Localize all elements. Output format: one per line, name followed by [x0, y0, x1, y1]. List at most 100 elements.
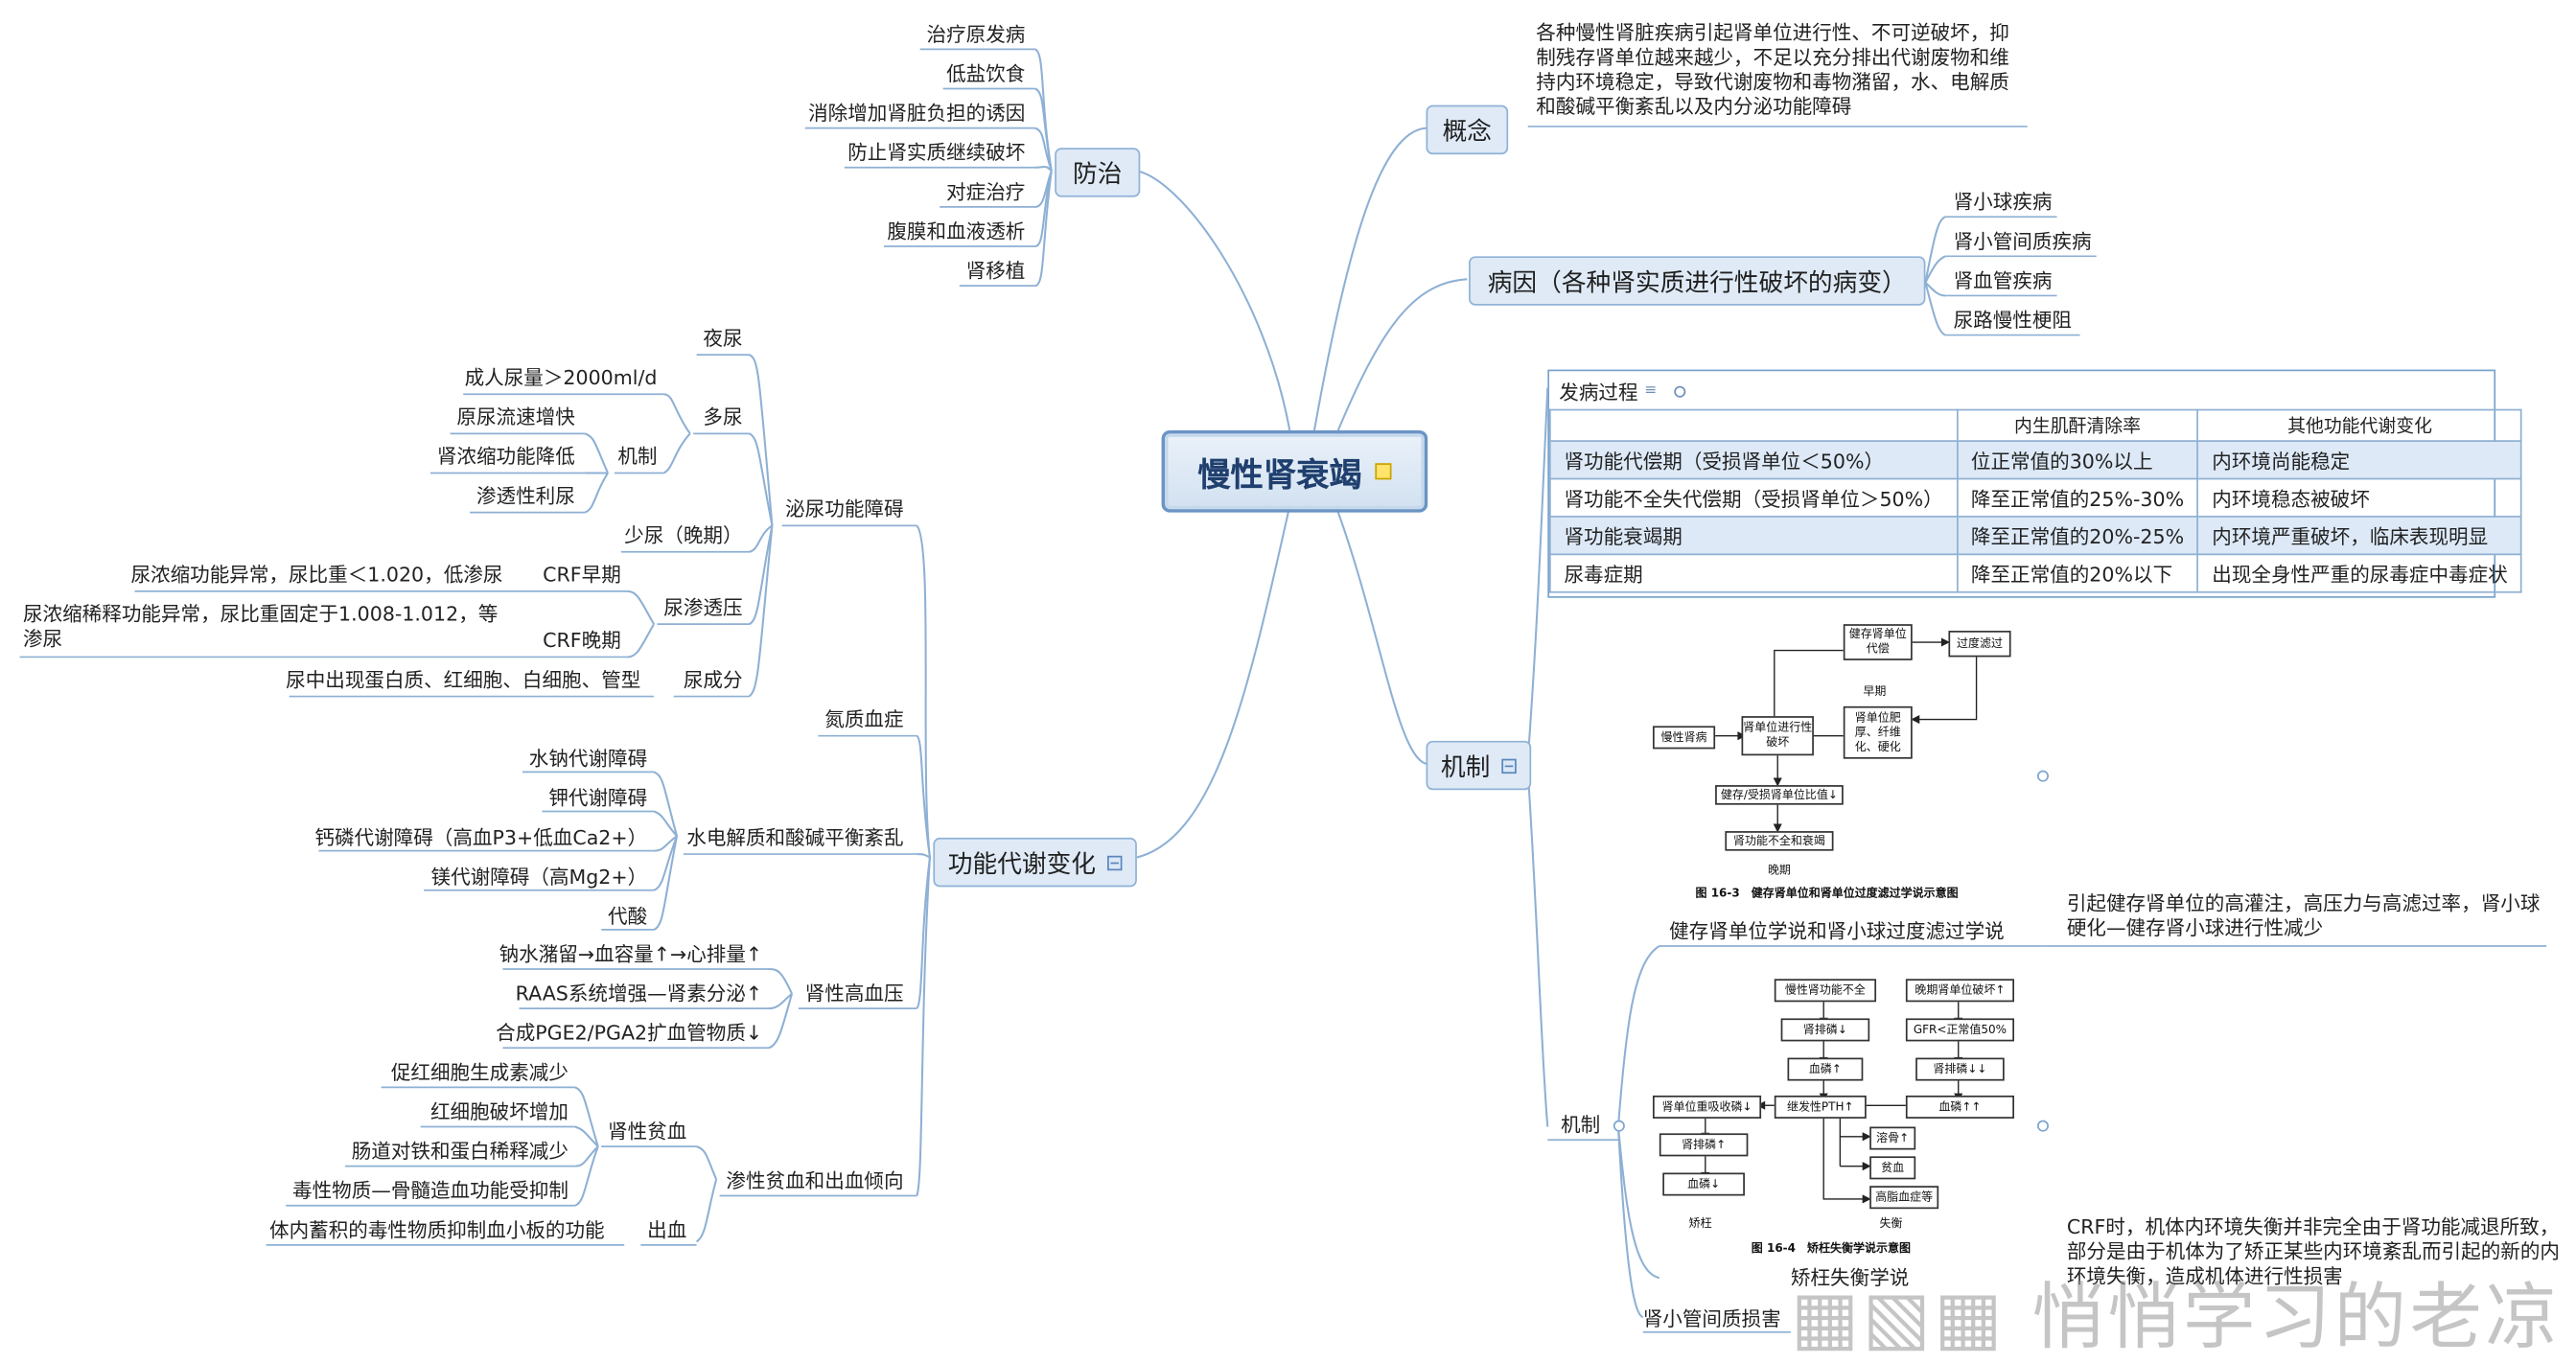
polyuria[interactable]: 多尿	[703, 405, 743, 429]
crf-early-text[interactable]: 尿浓缩功能异常，尿比重＜1.020，低渗尿	[130, 563, 503, 587]
mechanism-item[interactable]: 原尿流速增快	[456, 405, 575, 429]
table-cell: 尿毒症期	[1549, 553, 1959, 593]
branch-cause[interactable]: 病因（各种肾实质进行性破坏的病变）	[1469, 256, 1926, 306]
table-cell: 内环境严重破坏，临床表现明显	[2196, 516, 2523, 556]
fig-node: 高脂血症等	[1869, 1186, 1939, 1210]
table-cell: 肾功能代偿期（受损肾单位＜50%）	[1549, 440, 1959, 480]
anemia-bleeding[interactable]: 渗性贫血和出血倾向	[726, 1169, 904, 1193]
fig-node: 晚期肾单位破坏↑	[1905, 979, 2014, 1003]
topic-option-icon[interactable]	[2036, 1120, 2049, 1132]
fig-node: 血磷↓	[1662, 1172, 1745, 1196]
sub-mechanism-label[interactable]: 机制	[1561, 1113, 1601, 1137]
theory-healthy-nephron-note[interactable]: 引起健存肾单位的高灌注，高压力与高滤过率，肾小球硬化—健存肾小球进行性减少	[2066, 891, 2541, 940]
cause-item[interactable]: 尿路慢性梗阻	[1953, 309, 2073, 333]
stage-table[interactable]: 发病过程 ≡ 内生肌酐清除率 其他功能代谢变化 肾功能代偿期（受损肾单位＜50%…	[1547, 369, 2523, 598]
electrolyte-disorder[interactable]: 水电解质和酸碱平衡紊乱	[686, 825, 904, 849]
urine-osmolality[interactable]: 尿渗透压	[663, 596, 743, 620]
urine-dysfunction[interactable]: 泌尿功能障碍	[785, 497, 904, 521]
oliguria[interactable]: 少尿（晚期）	[624, 523, 743, 547]
hypertension-item[interactable]: 钠水潴留→血容量↑→心排量↑	[499, 942, 763, 966]
concept-text[interactable]: 各种慢性肾脏疾病引起肾单位进行性、不可逆破坏，抑制残存肾单位越来越少，不足以充分…	[1536, 21, 2009, 119]
prevention-item[interactable]: 治疗原发病	[926, 22, 1026, 46]
branch-mechanism[interactable]: 机制	[1426, 740, 1532, 791]
cause-item[interactable]: 肾血管疾病	[1953, 269, 2053, 293]
topic-option-icon[interactable]	[2036, 770, 2049, 782]
collapse-icon[interactable]	[1501, 757, 1517, 774]
prevention-item[interactable]: 低盐饮食	[946, 62, 1026, 86]
table-cell: 出现全身性严重的尿毒症中毒症状	[2196, 553, 2523, 593]
watermark-logo: ▦▧▦	[1790, 1276, 2006, 1360]
watermark: ▦▧▦ 悄悄学习的老凉	[1791, 1259, 2561, 1363]
mechanism-item[interactable]: 渗透性利尿	[476, 484, 575, 508]
table-header	[1549, 408, 1959, 442]
anemia-item[interactable]: 红细胞破坏增加	[429, 1100, 569, 1124]
cause-item[interactable]: 肾小管间质疾病	[1953, 229, 2092, 253]
urine-composition-text[interactable]: 尿中出现蛋白质、红细胞、白细胞、管型	[286, 668, 641, 692]
electrolyte-item[interactable]: 水钠代谢障碍	[528, 747, 648, 771]
electrolyte-item[interactable]: 镁代谢障碍（高Mg2+）	[430, 866, 648, 889]
theory-tradeoff-note[interactable]: CRF时，机体内环境失衡并非完全由于肾功能减退所致，部分是由于机体为了矫正某些内…	[2066, 1215, 2560, 1288]
table-header: 内生肌酐清除率	[1956, 408, 2199, 442]
fig-node: 肾单位重吸收磷↓	[1652, 1095, 1762, 1119]
theory-healthy-nephron[interactable]: 健存肾单位学说和肾小球过度滤过学说	[1669, 919, 2005, 943]
fig-node: 肾排磷↓↓	[1915, 1057, 2005, 1081]
renal-hypertension[interactable]: 肾性高血压	[804, 982, 904, 1005]
fig-label: 失衡	[1879, 1216, 1903, 1231]
crf-late-text[interactable]: 尿浓缩稀释功能异常，尿比重固定于1.008-1.012，等渗尿	[22, 602, 499, 651]
fig-node: 慢性肾功能不全	[1774, 979, 1877, 1003]
mechanism-item[interactable]: 肾浓缩功能降低	[436, 445, 575, 469]
branch-concept[interactable]: 概念	[1426, 104, 1509, 155]
fig-node: 溶骨↑	[1869, 1126, 1916, 1150]
fig-node: GFR<正常值50%	[1905, 1018, 2014, 1042]
bleeding-text[interactable]: 体内蓄积的毒性物质抑制血小板的功能	[269, 1218, 605, 1242]
table-option-icon[interactable]	[1674, 385, 1686, 398]
prevention-item[interactable]: 对症治疗	[946, 180, 1026, 204]
table-cell: 降至正常值的25%-30%	[1956, 477, 2199, 518]
azotemia[interactable]: 氮质血症	[824, 707, 904, 731]
fig-node: 肾功能不全和衰竭	[1725, 831, 1834, 851]
fig-node: 血磷↑↑	[1905, 1095, 2014, 1119]
table-cell: 降至正常值的20%以下	[1956, 553, 2199, 593]
prevention-item[interactable]: 肾移植	[965, 259, 1026, 283]
theory-tubular-damage[interactable]: 肾小管间质损害	[1642, 1307, 1781, 1331]
bleeding[interactable]: 出血	[647, 1218, 687, 1242]
electrolyte-item[interactable]: 代酸	[608, 905, 648, 929]
table-cell: 肾功能不全失代偿期（受损肾单位＞50%）	[1549, 477, 1959, 518]
cause-item[interactable]: 肾小球疾病	[1953, 190, 2053, 214]
crf-early[interactable]: CRF早期	[543, 563, 621, 587]
anemia-item[interactable]: 毒性物质—骨髓造血功能受抑制	[292, 1179, 569, 1203]
renal-anemia[interactable]: 肾性贫血	[608, 1120, 687, 1144]
collapse-icon[interactable]	[1107, 854, 1123, 870]
branch-concept-label: 概念	[1442, 115, 1493, 146]
fig-node: 肾单位肥厚、纤维化、硬化	[1843, 705, 1913, 759]
crf-late[interactable]: CRF晚期	[543, 629, 621, 653]
anemia-item[interactable]: 肠道对铁和蛋白稀释减少	[351, 1140, 569, 1164]
anemia-item[interactable]: 促红细胞生成素减少	[390, 1060, 569, 1084]
watermark-text: 悄悄学习的老凉	[2031, 1276, 2562, 1360]
electrolyte-item[interactable]: 钙磷代谢障碍（高血P3+低血Ca2+）	[314, 825, 648, 849]
prevention-item[interactable]: 消除增加肾脏负担的诱因	[808, 102, 1026, 126]
urine-composition[interactable]: 尿成分	[683, 668, 743, 692]
hypertension-item[interactable]: 合成PGE2/PGA2扩血管物质↓	[496, 1021, 763, 1045]
prevention-item[interactable]: 腹膜和血液透析	[887, 219, 1026, 243]
electrolyte-item[interactable]: 钾代谢障碍	[548, 786, 648, 810]
polyuria-mechanism[interactable]: 机制	[617, 445, 658, 469]
table-caption: 发病过程	[1559, 381, 1638, 404]
polyuria-definition[interactable]: 成人尿量＞2000ml/d	[464, 366, 658, 390]
table-row: 肾功能不全失代偿期（受损肾单位＞50%） 降至正常值的25%-30% 内环境稳态…	[1549, 477, 2523, 518]
table-row: 肾功能代偿期（受损肾单位＜50%） 位正常值的30%以上 内环境尚能稳定	[1549, 440, 2523, 480]
topic-option-icon[interactable]	[1613, 1120, 1625, 1132]
branch-prevention[interactable]: 防治	[1055, 148, 1141, 197]
central-topic[interactable]: 慢性肾衰竭	[1161, 429, 1428, 513]
branch-function-changes[interactable]: 功能代谢变化	[933, 837, 1137, 888]
branch-prevention-label: 防治	[1073, 158, 1123, 189]
fig-node: 肾排磷↓	[1780, 1018, 1870, 1042]
note-marker-icon[interactable]	[1375, 463, 1392, 480]
fig-node: 健存肾单位代偿	[1843, 624, 1913, 660]
nocturia[interactable]: 夜尿	[703, 327, 743, 350]
prevention-item[interactable]: 防止肾实质继续破坏	[847, 141, 1026, 165]
theory-tradeoff[interactable]: 矫枉失衡学说	[1790, 1266, 1910, 1290]
hypertension-item[interactable]: RAAS系统增强—肾素分泌↑	[515, 982, 763, 1005]
table-filter-icon[interactable]: ≡	[1644, 382, 1658, 400]
